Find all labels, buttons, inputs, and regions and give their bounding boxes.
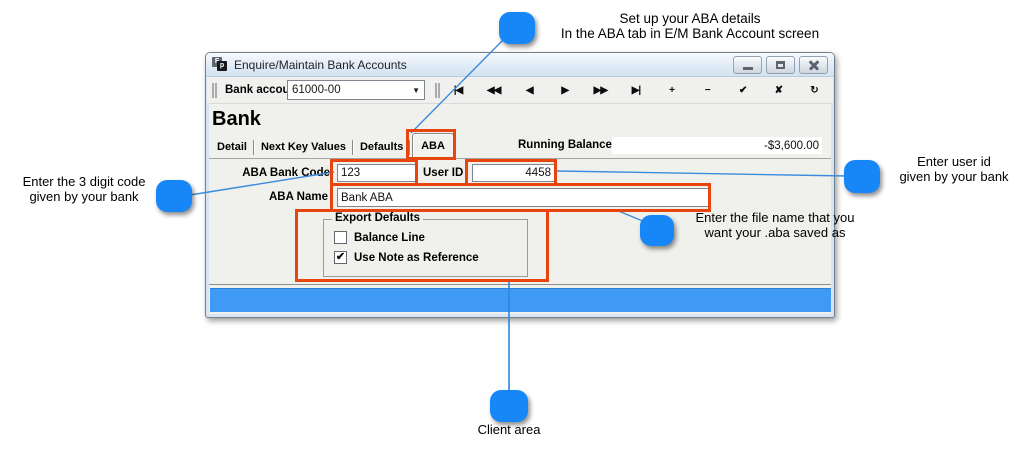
annotation-bank-code: Enter the 3 digit code given by your ban…: [22, 174, 146, 204]
checkbox-checked-icon[interactable]: ✔: [334, 251, 347, 264]
page-title: Bank: [212, 108, 261, 130]
nav-remove-button[interactable]: −: [694, 80, 720, 102]
annotation-user-id: Enter user id given by your bank: [899, 154, 1009, 184]
tab-aba[interactable]: ABA: [412, 133, 454, 159]
app-icon: F p: [212, 57, 228, 72]
window-controls: [733, 55, 828, 74]
user-id-label: User ID: [423, 167, 464, 179]
window-titlebar[interactable]: F p Enquire/Maintain Bank Accounts: [206, 53, 834, 77]
tab-defaults[interactable]: Defaults: [359, 141, 404, 153]
annotation-aba-name: Enter the file name that you want your .…: [695, 210, 855, 240]
aba-name-field[interactable]: [337, 188, 709, 207]
checkbox-icon[interactable]: [334, 231, 347, 244]
tab-bar: Detail Next Key Values Defaults: [212, 137, 412, 158]
minimize-icon: [742, 66, 753, 70]
user-id-field[interactable]: [472, 164, 555, 182]
nav-last-button[interactable]: ▶|: [623, 80, 649, 102]
bank-accounts-window: F p Enquire/Maintain Bank Accounts Bank …: [205, 52, 835, 318]
annotation-aba-tab: Set up your ABA details In the ABA tab i…: [560, 11, 820, 41]
maximize-icon: [776, 60, 785, 69]
nav-fast-forward-button[interactable]: ▶▶: [587, 80, 613, 102]
callout-marker-user-id: [844, 160, 880, 193]
aba-bank-code-label: ABA Bank Code: [242, 167, 330, 179]
tab-detail[interactable]: Detail: [217, 141, 247, 153]
nav-accept-button[interactable]: ✔: [730, 80, 756, 102]
nav-previous-button[interactable]: ◀: [516, 80, 542, 102]
bank-account-value: 61000-00: [292, 84, 341, 96]
nav-first-button[interactable]: |◀: [445, 80, 471, 102]
export-defaults-group: Export Defaults Balance Line ✔ Use Note …: [323, 212, 528, 277]
chevron-down-icon: ▼: [412, 85, 420, 95]
annotation-client-area: Client area: [477, 422, 541, 437]
checkbox-use-note-as-reference[interactable]: ✔ Use Note as Reference: [334, 251, 479, 264]
tab-next-key-values[interactable]: Next Key Values: [260, 141, 346, 153]
nav-add-button[interactable]: +: [659, 80, 685, 102]
toolbar: Bank account 61000-00 ▼ |◀ ◀◀ ◀ ▶ ▶▶ ▶| …: [207, 77, 833, 104]
running-balance-label: Running Balance: [518, 139, 612, 151]
toolbar-grip[interactable]: [212, 83, 217, 98]
nav-cancel-button[interactable]: ✘: [765, 80, 791, 102]
nav-refresh-button[interactable]: ↻: [801, 80, 827, 102]
bank-account-label: Bank account: [225, 84, 301, 96]
status-bar: [210, 288, 831, 312]
aba-bank-code-field[interactable]: [337, 164, 417, 182]
record-navigator: |◀ ◀◀ ◀ ▶ ▶▶ ▶| + − ✔ ✘ ↻: [445, 77, 827, 104]
callout-marker-client-area: [490, 390, 528, 422]
checkbox-balance-line[interactable]: Balance Line: [334, 231, 425, 244]
nav-fast-rewind-button[interactable]: ◀◀: [481, 80, 507, 102]
callout-marker-aba-tab: [499, 12, 535, 44]
export-defaults-legend: Export Defaults: [332, 212, 423, 224]
running-balance-field[interactable]: [612, 137, 822, 154]
close-button[interactable]: [799, 55, 828, 74]
nav-next-button[interactable]: ▶: [552, 80, 578, 102]
maximize-button[interactable]: [766, 55, 795, 74]
toolbar-grip[interactable]: [435, 83, 440, 98]
callout-marker-bank-code: [156, 180, 192, 212]
aba-name-label: ABA Name: [268, 191, 328, 203]
close-icon: [808, 59, 820, 71]
window-title: Enquire/Maintain Bank Accounts: [234, 57, 407, 72]
bank-account-select[interactable]: 61000-00 ▼: [287, 80, 425, 100]
client-area: Bank Detail Next Key Values Defaults ABA…: [209, 104, 831, 314]
minimize-button[interactable]: [733, 55, 762, 74]
